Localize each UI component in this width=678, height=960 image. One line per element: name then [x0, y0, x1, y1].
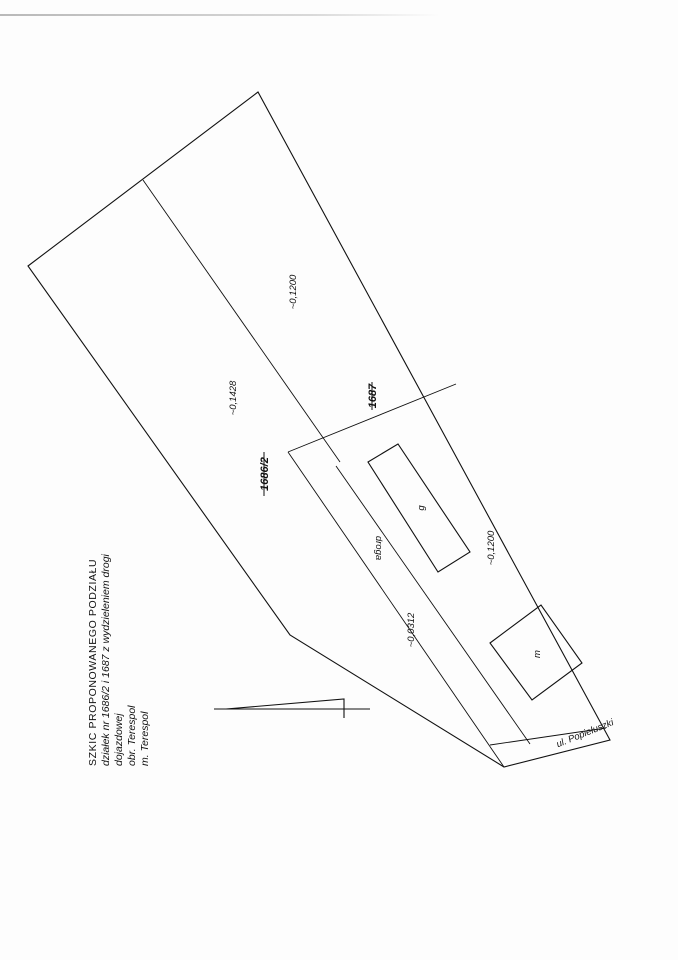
parcel-number-1686-2: 1686/2 — [259, 457, 271, 491]
area-value-1687: ~0,1200 — [288, 274, 299, 309]
north-arrow-icon — [214, 698, 370, 718]
title-line-2: działek nr 1686/2 i 1687 z wydzieleniem … — [100, 553, 112, 766]
title-block: SZKIC PROPONOWANEGO PODZIAŁU działek nr … — [87, 553, 151, 766]
boundary-1686-2-1687 — [142, 179, 341, 463]
road-label: droga — [373, 536, 384, 560]
area-value-road: ~0,0312 — [406, 612, 417, 647]
road-label-text: droga — [373, 536, 384, 560]
title-line-5: m. Terespol — [139, 711, 151, 766]
building-m-label: m — [532, 650, 543, 658]
parcel-number-1687: 1687 — [367, 383, 379, 408]
parcel-label-1686-2: 1686/2 — [259, 452, 271, 496]
title-line-3: dojazdowej — [113, 713, 125, 766]
title-line-1: SZKIC PROPONOWANEGO PODZIAŁU — [87, 559, 99, 766]
building-g — [367, 443, 471, 573]
area-value-south: ~0,1200 — [486, 530, 497, 565]
building-g-letter: g — [416, 505, 427, 511]
parcel-label-1687: 1687 — [367, 382, 379, 410]
area-label-1686-2: ~0,1428 — [228, 380, 239, 415]
scan-top-edge — [0, 14, 440, 16]
building-m — [489, 604, 583, 701]
title-line-4: obr. Terespol — [126, 705, 138, 766]
road-north-edge — [287, 383, 457, 453]
building-m-letter: m — [532, 650, 543, 658]
road-south-edge — [335, 465, 531, 745]
area-label-south: ~0,1200 — [486, 530, 497, 565]
street-line — [489, 727, 607, 746]
area-label-road: ~0,0312 — [406, 612, 417, 647]
area-label-1687: ~0,1200 — [288, 274, 299, 309]
road-west-edge — [287, 451, 505, 768]
outer-boundary — [27, 91, 611, 768]
building-g-label: g — [416, 505, 427, 511]
area-value-1686-2: ~0,1428 — [228, 380, 239, 415]
